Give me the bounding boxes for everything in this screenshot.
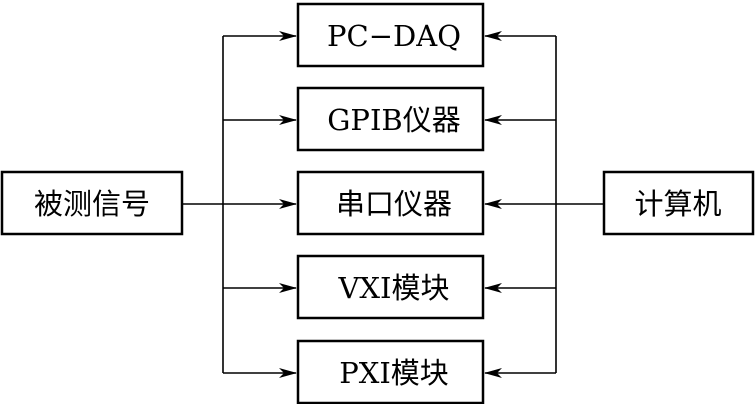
device-box-pc-daq xyxy=(296,2,485,68)
device-gpib: GPIB仪器 xyxy=(296,86,485,152)
device-box-vxi xyxy=(296,254,485,320)
device-label-gpib: GPIB仪器 xyxy=(327,103,460,137)
device-box-gpib xyxy=(296,86,485,152)
device-pc-daq: PC−DAQ xyxy=(296,2,485,68)
device-box-serial xyxy=(296,170,485,236)
source-box xyxy=(0,170,184,236)
device-label-serial: 串口仪器 xyxy=(336,187,452,221)
source-node: 被测信号 xyxy=(0,170,184,236)
device-box-pxi xyxy=(296,339,485,404)
device-serial: 串口仪器 xyxy=(296,170,485,236)
source-label: 被测信号 xyxy=(34,187,150,221)
computer-node: 计算机 xyxy=(602,170,755,236)
device-label-pxi: PXI模块 xyxy=(339,356,449,390)
device-pxi: PXI模块 xyxy=(296,339,485,404)
computer-label: 计算机 xyxy=(634,187,721,221)
device-label-vxi: VXI模块 xyxy=(337,271,449,305)
computer-box xyxy=(602,170,755,236)
device-vxi: VXI模块 xyxy=(296,254,485,320)
device-label-pc-daq: PC−DAQ xyxy=(327,19,461,53)
